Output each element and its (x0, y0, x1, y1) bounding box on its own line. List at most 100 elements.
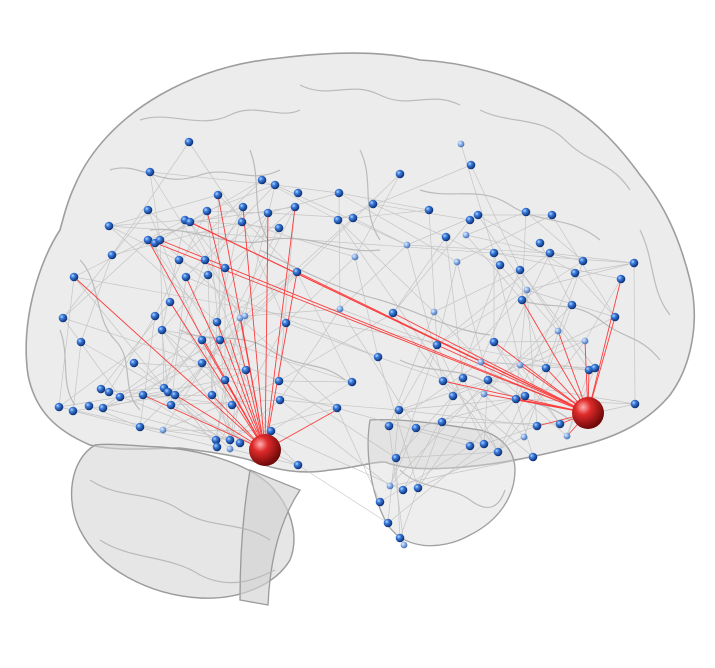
gray-edge (111, 141, 190, 256)
node-sphere (473, 210, 483, 220)
gray-edge (270, 381, 353, 432)
gray-edge (80, 341, 176, 396)
node-sphere (535, 238, 545, 248)
node-sphere (517, 295, 527, 305)
gray-edge (515, 398, 636, 405)
gray-edge (108, 315, 156, 393)
gray-edge (417, 436, 525, 489)
gray-edge (515, 289, 528, 400)
node-sphere (520, 433, 528, 441)
node-sphere (441, 232, 451, 242)
node-sphere (395, 169, 405, 179)
node-sphere (547, 210, 557, 220)
gray-edge (149, 171, 161, 241)
gray-edge (58, 329, 163, 408)
node-sphere (170, 390, 180, 400)
gray-edge (477, 214, 576, 274)
gray-edge (206, 210, 269, 214)
node-sphere (521, 207, 531, 217)
gray-edge (336, 407, 471, 447)
node-sphere (495, 260, 505, 270)
gray-edge (339, 308, 438, 346)
node-sphere (520, 391, 530, 401)
node-sphere (368, 199, 378, 209)
node-sphere (181, 272, 191, 282)
gray-edge (108, 219, 186, 227)
gray-edge (372, 203, 447, 238)
node-sphere (235, 438, 245, 448)
node-sphere (515, 265, 525, 275)
gray-edge (207, 274, 213, 396)
gray-edge (189, 221, 241, 319)
node-sphere (54, 402, 64, 412)
gray-edge (497, 395, 526, 453)
gray-edge (219, 227, 280, 341)
gray-edge (389, 379, 489, 487)
gray-edge (241, 221, 287, 324)
gray-edge (108, 387, 165, 393)
gray-edge (398, 379, 489, 411)
node-layer (54, 137, 640, 549)
gray-edge (392, 219, 471, 314)
gray-edge (100, 388, 233, 406)
node-sphere (413, 483, 423, 493)
gray-edge (161, 219, 186, 331)
gray-edge (389, 344, 438, 487)
gray-edge (161, 274, 209, 331)
node-sphere (68, 406, 78, 416)
gray-edge (574, 262, 635, 274)
gray-edge (456, 214, 553, 263)
gray-edge (428, 209, 438, 346)
node-sphere (541, 363, 551, 373)
cerebellum-outline (70, 443, 295, 599)
gray-edge (58, 276, 75, 408)
hub-edge (242, 206, 266, 451)
cortical-folds (59, 84, 671, 584)
gray-edge (119, 394, 213, 398)
fold-line (79, 259, 141, 411)
gray-edge (239, 317, 338, 409)
node-sphere (84, 401, 94, 411)
hub-edge (587, 316, 616, 414)
gray-edge (452, 264, 501, 397)
node-sphere (570, 268, 580, 278)
gray-edge (270, 430, 404, 491)
fold-line (479, 109, 631, 191)
node-sphere (375, 497, 385, 507)
gray-edge (406, 244, 551, 254)
node-sphere (567, 300, 577, 310)
node-sphere (477, 358, 485, 366)
gray-edge (525, 211, 584, 262)
node-sphere (395, 533, 405, 543)
brainstem-outline (239, 469, 301, 606)
node-sphere (391, 453, 401, 463)
node-sphere (238, 202, 248, 212)
gray-edge (219, 339, 353, 383)
node-sphere (226, 445, 234, 453)
hub-edge (216, 321, 266, 451)
hub-layer (249, 397, 604, 466)
node-sphere (437, 417, 447, 427)
gray-edge (519, 269, 590, 371)
node-sphere (483, 375, 493, 385)
node-sphere (516, 361, 524, 369)
node-sphere (274, 223, 284, 233)
gray-edge (147, 239, 221, 341)
node-sphere (411, 423, 421, 433)
node-sphere (200, 255, 210, 265)
node-sphere (424, 205, 434, 215)
node-sphere (220, 263, 230, 273)
node-sphere (347, 377, 357, 387)
gray-edge (584, 278, 622, 342)
gray-edge (436, 289, 528, 346)
gray-edge (493, 252, 521, 366)
node-sphere (630, 399, 640, 409)
gray-edge (339, 308, 417, 429)
gray-edge (216, 271, 298, 323)
hub-edge (264, 212, 269, 451)
hub-edge (73, 276, 266, 451)
gray-edge (296, 271, 353, 383)
gray-edge (470, 164, 521, 271)
hub-sphere (572, 397, 604, 429)
gray-edge (62, 317, 121, 398)
